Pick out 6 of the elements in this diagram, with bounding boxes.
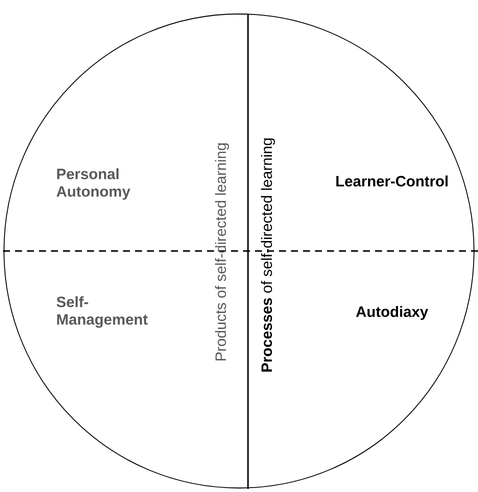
quadrant-label: Self-Management bbox=[56, 296, 148, 328]
axis-label: Products of self-directed learning bbox=[215, 143, 229, 360]
quadrant-label: Learner-Control bbox=[336, 176, 448, 186]
quadrant-label: Autodiaxy bbox=[356, 306, 428, 320]
quadrant-label: Personal Autonomy bbox=[56, 168, 130, 200]
axis-label: Processes of self-directed learning bbox=[261, 138, 275, 372]
